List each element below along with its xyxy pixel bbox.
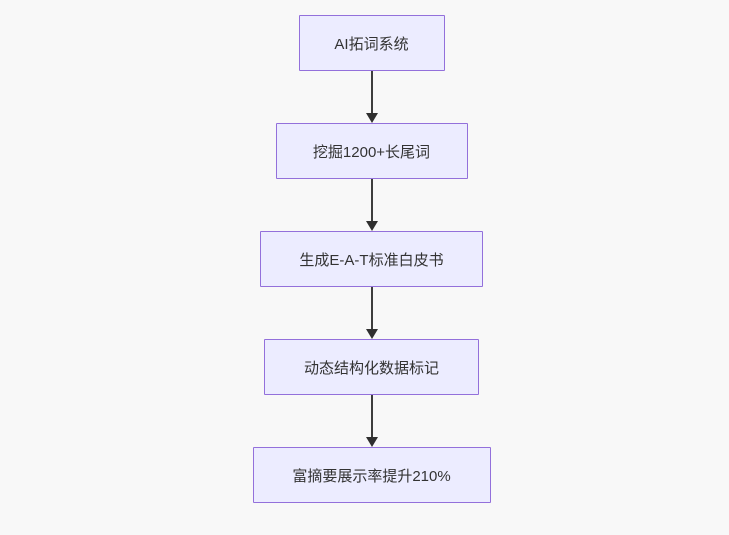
flowchart: AI拓词系统 挖掘1200+长尾词 生成E-A-T标准白皮书 动态结构化数据标记 xyxy=(252,15,491,503)
arrow-down-icon xyxy=(365,113,378,123)
flow-edge-4 xyxy=(365,395,378,447)
flow-edge-2 xyxy=(365,179,378,231)
flow-node-label: 生成E-A-T标准白皮书 xyxy=(299,251,444,269)
flow-node-label: 富摘要展示率提升210% xyxy=(292,467,451,485)
edge-line xyxy=(370,395,373,437)
flow-node-rich-snippet-result: 富摘要展示率提升210% xyxy=(252,447,491,503)
arrow-down-icon xyxy=(365,221,378,231)
flow-node-label: 动态结构化数据标记 xyxy=(303,359,439,377)
edge-line xyxy=(370,287,373,329)
flow-edge-1 xyxy=(365,71,378,123)
flow-edge-3 xyxy=(365,287,378,339)
flow-node-eat-whitepaper: 生成E-A-T标准白皮书 xyxy=(260,231,483,287)
flow-node-label: AI拓词系统 xyxy=(334,35,409,53)
flow-node-ai-word-expansion: AI拓词系统 xyxy=(298,15,445,71)
edge-line xyxy=(370,179,373,221)
arrow-down-icon xyxy=(365,329,378,339)
flow-node-structured-data-markup: 动态结构化数据标记 xyxy=(264,339,479,395)
flow-node-longtail-mining: 挖掘1200+长尾词 xyxy=(275,123,468,179)
arrow-down-icon xyxy=(365,437,378,447)
flow-node-label: 挖掘1200+长尾词 xyxy=(312,143,431,161)
edge-line xyxy=(370,71,373,113)
